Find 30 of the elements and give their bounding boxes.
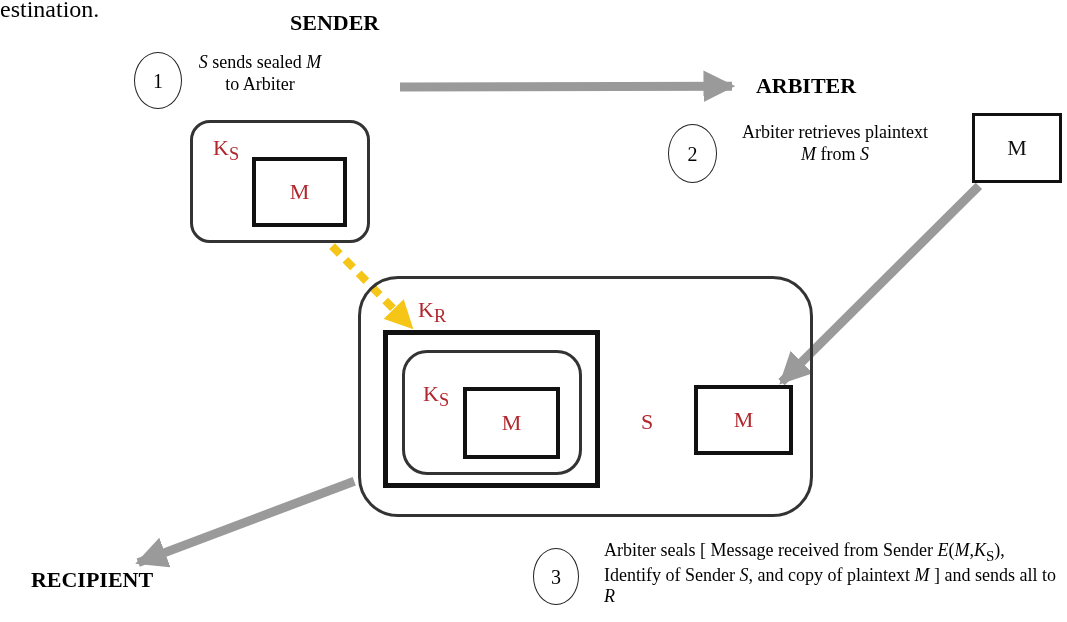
message-label: M [501,410,522,436]
step-number-circle [668,124,717,183]
key-label: K$_{R}$ [418,297,447,328]
arrow [329,243,415,330]
message-box [972,113,1062,183]
message-box [694,385,793,455]
step-description: S sends sealed M to Arbiter [197,52,323,96]
message-box [463,387,560,459]
party-heading: RECIPIENT [12,564,172,596]
key-label: K$_{S}$ [423,381,450,412]
arrow [778,182,983,386]
sealed-envelope-box [190,120,370,243]
caption-fragment: estination. [0,0,100,23]
party-heading: SENDER [290,10,380,36]
message-label: M [733,407,754,433]
step-description: Arbiter retrieves plaintext M from S [741,122,929,166]
step-number: 1 [153,69,163,92]
key-label: K$_{S}$ [213,135,240,166]
party-heading: ARBITER [736,70,876,102]
step-number: 2 [687,142,698,165]
arrow [400,70,736,103]
sender-id-label: S [641,409,654,435]
message-label: M [289,179,310,205]
message-box [252,157,347,227]
arrow [135,477,356,568]
step-number: 3 [551,565,561,588]
sealed-envelope-box [402,350,582,475]
message-label: M [1007,135,1027,161]
step-description: Arbiter seals [ Message received from Sender E(M,K$_{S}$), Identify of Sender S, and copy of plaintext M ] and sends all to R [604,540,1057,608]
arbiter-package-box [358,276,813,517]
